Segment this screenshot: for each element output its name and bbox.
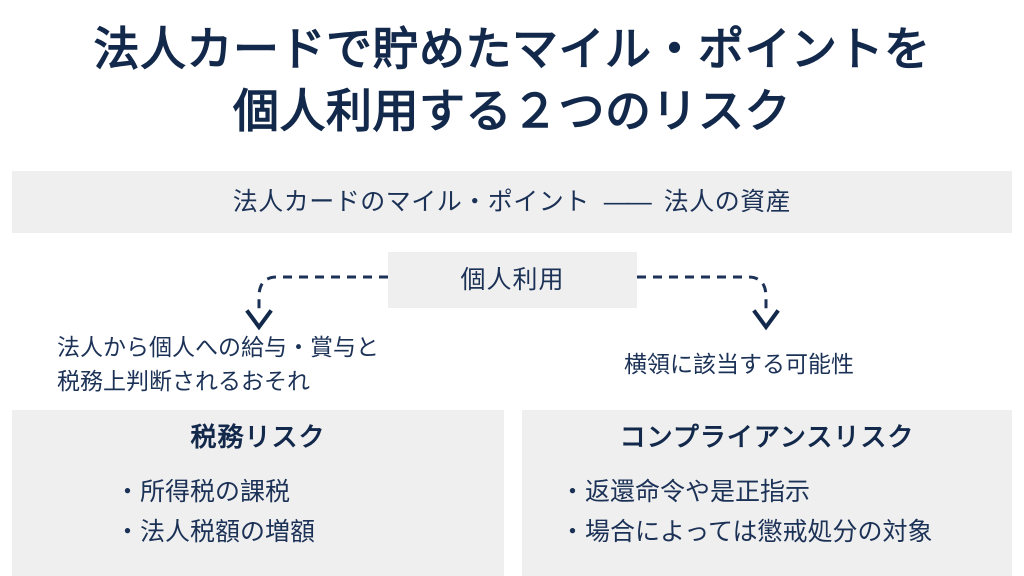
banner-object: 法人の資産 <box>663 187 792 216</box>
risk-card-compliance-title: コンプライアンスリスク <box>619 422 915 452</box>
list-item: ・返還命令や是正指示 <box>560 478 811 506</box>
risk-card-tax-title: 税務リスク <box>190 422 326 452</box>
dashed-line-left <box>257 275 388 312</box>
list-item: ・場合によっては懲戒処分の対象 <box>560 518 933 546</box>
personal-use-chip: 個人利用 <box>388 252 637 308</box>
asset-definition-banner: 法人カードのマイル・ポイント —— 法人の資産 <box>12 171 1012 233</box>
risk-card-compliance-list: ・返還命令や是正指示 ・場合によっては懲戒処分の対象 <box>522 472 1012 552</box>
caption-left: 法人から個人への給与・賞与と 税務上判断されるおそれ <box>57 330 379 398</box>
caption-right-line-1: 横領に該当する可能性 <box>624 351 854 377</box>
risk-card-compliance: コンプライアンスリスク ・返還命令や是正指示 ・場合によっては懲戒処分の対象 <box>522 410 1012 576</box>
caption-right: 横領に該当する可能性 <box>624 347 854 381</box>
caption-left-line-2: 税務上判断されるおそれ <box>57 368 310 394</box>
page-title: 法人カードで貯めたマイル・ポイントを 個人利用する２つのリスク <box>0 18 1024 142</box>
list-item: ・所得税の課税 <box>115 478 291 506</box>
title-line-1: 法人カードで貯めたマイル・ポイントを <box>93 23 931 75</box>
personal-use-chip-label: 個人利用 <box>460 265 565 294</box>
caption-left-line-1: 法人から個人への給与・賞与と <box>57 334 379 360</box>
title-line-2: 個人利用する２つのリスク <box>233 85 791 137</box>
list-item: ・法人税額の増額 <box>115 518 316 546</box>
risk-card-tax: 税務リスク ・所得税の課税 ・法人税額の増額 <box>12 410 504 576</box>
arrowhead-right-icon <box>752 309 780 331</box>
risk-card-tax-list: ・所得税の課税 ・法人税額の増額 <box>12 472 504 552</box>
arrowhead-left-icon <box>245 309 273 331</box>
banner-dash-separator: —— <box>603 187 652 216</box>
banner-subject: 法人カードのマイル・ポイント <box>232 187 590 216</box>
dashed-line-right <box>637 275 768 312</box>
banner-text: 法人カードのマイル・ポイント —— 法人の資産 <box>232 187 792 216</box>
